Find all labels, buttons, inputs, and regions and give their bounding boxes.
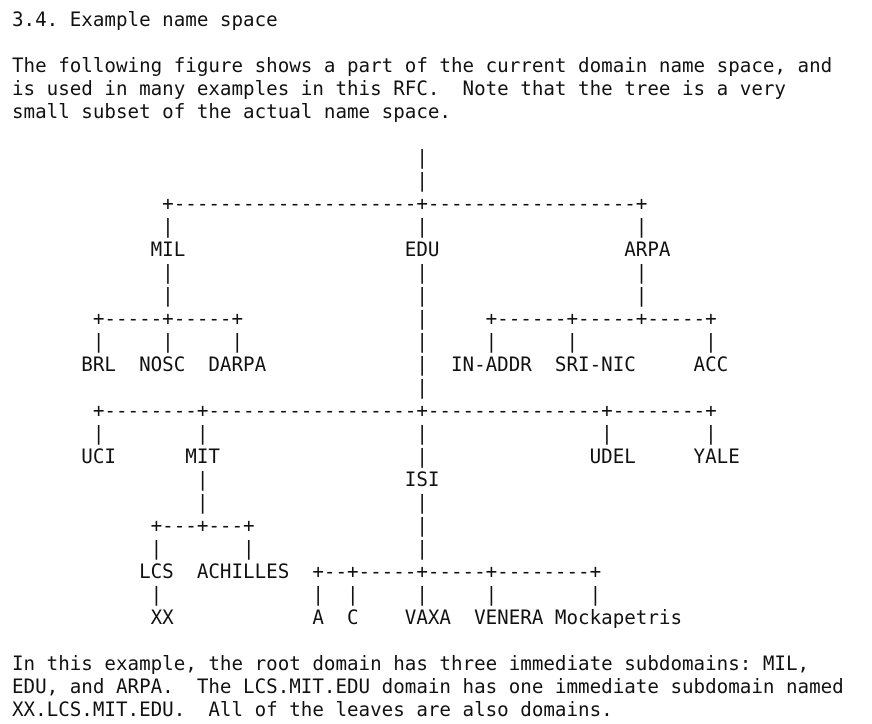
blank-line	[12, 123, 872, 146]
figure-line: |	[12, 146, 428, 169]
document-page: 3.4. Example name space The following fi…	[12, 8, 872, 721]
figure-line: | |	[12, 491, 428, 514]
figure-line: UCI MIT | UDEL YALE	[12, 445, 740, 468]
figure-line: |	[12, 376, 428, 399]
figure-line: LCS ACHILLES +--+-----+-----+--------+	[12, 560, 602, 583]
blank-line	[12, 629, 872, 652]
figure-line: BRL NOSC DARPA | IN-ADDR SRI-NIC ACC	[12, 353, 729, 376]
figure-line: +---+---+ |	[12, 514, 428, 537]
section-heading: 3.4. Example name space	[12, 8, 278, 31]
figure-line: +-----+-----+ | +------+-----+-----+	[12, 307, 717, 330]
closing-line: EDU, and ARPA. The LCS.MIT.EDU domain ha…	[12, 675, 844, 698]
domain-name-space-figure: | | +---------------------+-------------…	[12, 146, 872, 629]
figure-line: +---------------------+-----------------…	[12, 192, 648, 215]
closing-paragraph: In this example, the root domain has thr…	[12, 652, 872, 721]
figure-line: | ISI	[12, 468, 440, 491]
intro-line: small subset of the actual name space.	[12, 100, 451, 123]
figure-line: | | |	[12, 215, 648, 238]
figure-line: |	[12, 169, 428, 192]
blank-line	[12, 31, 872, 54]
figure-line: +--------+------------------+-----------…	[12, 399, 717, 422]
figure-line: | | | | | |	[12, 583, 602, 606]
figure-line: MIL EDU ARPA	[12, 238, 671, 261]
closing-line: In this example, the root domain has thr…	[12, 652, 810, 675]
intro-paragraph: The following figure shows a part of the…	[12, 54, 872, 123]
figure-line: | | | | | | |	[12, 330, 717, 353]
figure-line: XX A C VAXA VENERA Mockapetris	[12, 606, 683, 629]
intro-line: is used in many examples in this RFC. No…	[12, 77, 786, 100]
closing-line: XX.LCS.MIT.EDU. All of the leaves are al…	[12, 698, 613, 721]
figure-line: | | | | |	[12, 422, 717, 445]
figure-line: | | |	[12, 284, 648, 307]
intro-line: The following figure shows a part of the…	[12, 54, 833, 77]
figure-line: | | |	[12, 261, 648, 284]
figure-line: | | |	[12, 537, 428, 560]
